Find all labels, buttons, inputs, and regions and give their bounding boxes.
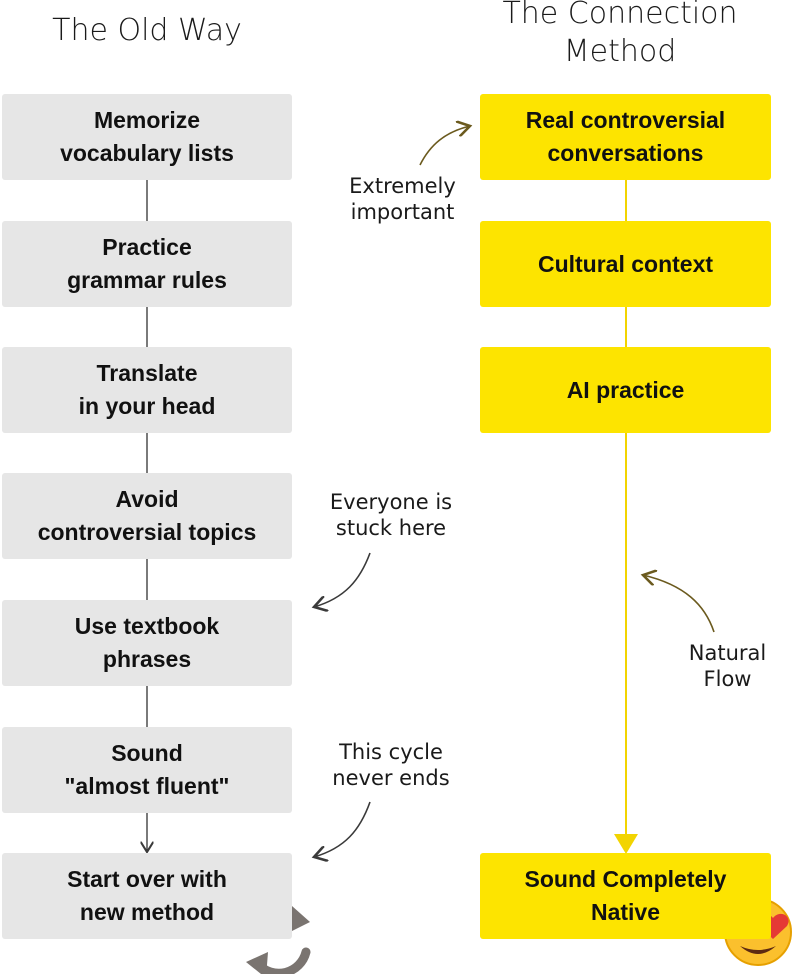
old-step-avoid: Avoid controversial topics (2, 473, 292, 559)
new-step-ai-practice: AI practice (480, 347, 771, 433)
old-step-translate: Translate in your head (2, 347, 292, 433)
note-extremely-important: Extremely important (349, 174, 456, 224)
old-step-label: Memorize vocabulary lists (60, 107, 234, 166)
old-step-label: Translate in your head (78, 360, 216, 419)
old-way-title: The Old Way (52, 13, 242, 48)
old-step-label: Start over with new method (67, 866, 227, 925)
old-step-textbook: Use textbook phrases (2, 600, 292, 686)
note-everyone-stuck: Everyone is stuck here (329, 490, 453, 540)
new-step-cultural-context: Cultural context (480, 221, 771, 307)
cycle-arrow (314, 801, 371, 857)
old-step-label: Avoid controversial topics (37, 486, 257, 545)
connection-method-title: The Connection Method (502, 0, 738, 69)
stuck-arrow (314, 552, 371, 607)
old-step-label: Practice grammar rules (67, 234, 227, 293)
old-step-almost-fluent: Sound "almost fluent" (2, 727, 292, 813)
note-cycle-never-ends: This cycle never ends (332, 740, 450, 790)
old-step-label: Use textbook phrases (74, 613, 220, 672)
new-step-sound-native: Sound Completely Native (480, 853, 771, 939)
important-arrow (419, 126, 470, 166)
note-natural-flow: Natural Flow (688, 641, 767, 691)
old-step-grammar: Practice grammar rules (2, 221, 292, 307)
new-step-conversations: Real controversial conversations (480, 94, 771, 180)
new-step-label: AI practice (566, 376, 685, 403)
old-step-start-over: Start over with new method (2, 853, 292, 939)
old-step-memorize: Memorize vocabulary lists (2, 94, 292, 180)
new-step-label: Sound Completely Native (524, 866, 727, 925)
new-step-label: Cultural context (537, 250, 714, 277)
flow-arrow (643, 575, 715, 633)
new-step-label: Real controversial conversations (525, 107, 726, 166)
old-step-label: Sound "almost fluent" (64, 740, 230, 799)
